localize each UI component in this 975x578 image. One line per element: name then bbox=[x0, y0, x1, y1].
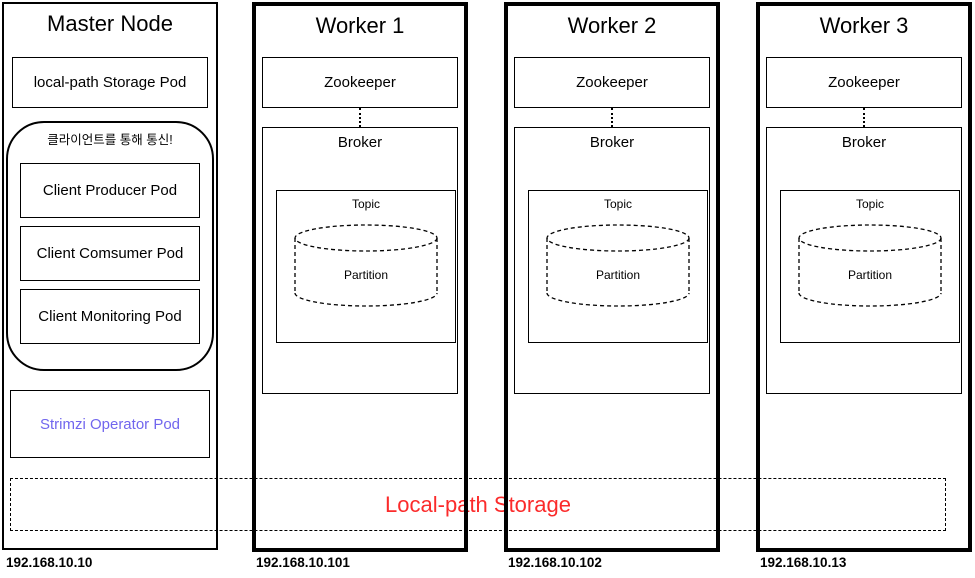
local-path-storage-label: Local-path Storage bbox=[385, 491, 571, 517]
worker-2-title: Worker 2 bbox=[567, 13, 657, 38]
worker-1-partition-cylinder: Partition bbox=[293, 224, 439, 308]
worker-3-topic-box: Topic Partition bbox=[780, 190, 960, 343]
worker-1-topic-box: Topic Partition bbox=[276, 190, 456, 343]
local-path-storage-pod: local-path Storage Pod bbox=[12, 57, 208, 108]
worker-2-partition-cylinder: Partition bbox=[545, 224, 691, 308]
worker-2-ip: 192.168.10.102 bbox=[508, 555, 602, 570]
worker-3-node: Worker 3 Zookeeper Broker Topic Partitio… bbox=[756, 2, 972, 552]
client-pod-group: 클라이언트를 통해 통신! Client Producer Pod Client… bbox=[6, 121, 214, 371]
worker-2-zookeeper-label: Zookeeper bbox=[576, 74, 648, 91]
worker-1-zookeeper-label: Zookeeper bbox=[324, 74, 396, 91]
worker-3-zookeeper-box: Zookeeper bbox=[766, 57, 962, 108]
strimzi-operator-pod: Strimzi Operator Pod bbox=[10, 390, 210, 458]
worker-3-zookeeper-label: Zookeeper bbox=[828, 74, 900, 91]
master-node-ip: 192.168.10.10 bbox=[6, 555, 93, 570]
client-producer-pod-label: Client Producer Pod bbox=[42, 182, 178, 199]
local-path-storage-region: Local-path Storage bbox=[10, 478, 946, 531]
local-path-storage-pod-label: local-path Storage Pod bbox=[33, 74, 187, 91]
worker-2-broker-box: Broker Topic Partition bbox=[514, 127, 710, 394]
worker-3-zookeeper-broker-connector bbox=[863, 108, 865, 127]
database-cylinder-icon bbox=[798, 224, 942, 307]
worker-1-broker-label: Broker bbox=[337, 134, 383, 151]
worker-1-ip: 192.168.10.101 bbox=[256, 555, 350, 570]
worker-3-broker-label: Broker bbox=[841, 134, 887, 151]
worker-3-broker-box: Broker Topic Partition bbox=[766, 127, 962, 394]
worker-1-topic-label: Topic bbox=[351, 197, 380, 211]
worker-3-title: Worker 3 bbox=[819, 13, 909, 38]
client-monitoring-pod: Client Monitoring Pod bbox=[20, 289, 200, 344]
worker-2-zookeeper-broker-connector bbox=[611, 108, 613, 127]
worker-1-zookeeper-box: Zookeeper bbox=[262, 57, 458, 108]
database-cylinder-icon bbox=[294, 224, 438, 307]
worker-2-partition-label: Partition bbox=[595, 268, 641, 282]
client-consumer-pod-label: Client Comsumer Pod bbox=[36, 245, 184, 262]
database-cylinder-icon bbox=[546, 224, 690, 307]
worker-3-ip: 192.168.10.13 bbox=[760, 555, 847, 570]
worker-3-partition-cylinder: Partition bbox=[797, 224, 943, 308]
client-producer-pod: Client Producer Pod bbox=[20, 163, 200, 218]
client-consumer-pod: Client Comsumer Pod bbox=[20, 226, 200, 281]
worker-2-topic-label: Topic bbox=[603, 197, 632, 211]
worker-2-zookeeper-box: Zookeeper bbox=[514, 57, 710, 108]
worker-2-broker-label: Broker bbox=[589, 134, 635, 151]
client-group-note: 클라이언트를 통해 통신! bbox=[47, 133, 173, 147]
master-node: Master Node local-path Storage Pod 클라이언트… bbox=[2, 2, 218, 550]
worker-1-title: Worker 1 bbox=[315, 13, 405, 38]
worker-1-partition-label: Partition bbox=[343, 268, 389, 282]
worker-3-partition-label: Partition bbox=[847, 268, 893, 282]
worker-2-node: Worker 2 Zookeeper Broker Topic Partitio… bbox=[504, 2, 720, 552]
master-node-title: Master Node bbox=[47, 11, 173, 36]
worker-2-topic-box: Topic Partition bbox=[528, 190, 708, 343]
strimzi-operator-pod-label: Strimzi Operator Pod bbox=[39, 415, 181, 433]
worker-1-broker-box: Broker Topic Partition bbox=[262, 127, 458, 394]
worker-1-zookeeper-broker-connector bbox=[359, 108, 361, 127]
client-monitoring-pod-label: Client Monitoring Pod bbox=[38, 308, 182, 325]
worker-3-topic-label: Topic bbox=[855, 197, 884, 211]
worker-1-node: Worker 1 Zookeeper Broker Topic Partitio… bbox=[252, 2, 468, 552]
